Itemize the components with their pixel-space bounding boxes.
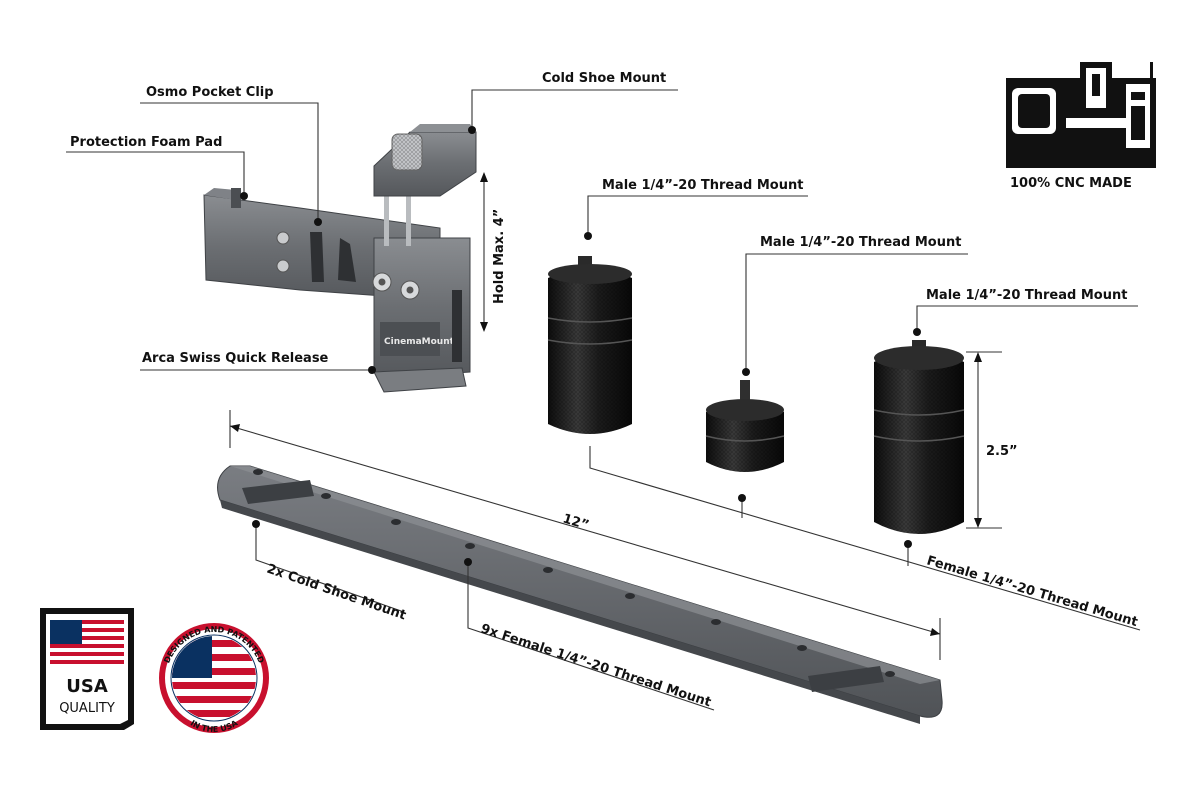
label-length-dim: 12”	[561, 511, 591, 533]
arca-base	[373, 367, 467, 393]
label-cnc: 100% CNC MADE	[1010, 176, 1132, 191]
label-protection-foam-pad: Protection Foam Pad	[70, 135, 222, 150]
designed-in-usa-seal: DESIGNED AND PATENTED IN THE USA	[159, 623, 269, 734]
label-hold-max: Hold Max. 4”	[492, 209, 507, 304]
label-height-dim: 2.5”	[986, 444, 1018, 459]
cnc-machine-icon	[1006, 62, 1156, 168]
label-arca-swiss: Arca Swiss Quick Release	[142, 351, 329, 366]
label-male-thread-1: Male 1/4”-20 Thread Mount	[602, 178, 803, 193]
usa-quality-badge: USA QUALITY	[40, 608, 134, 730]
foam-pad	[231, 188, 241, 208]
cold-shoe-block	[373, 131, 477, 197]
tall-cylinder-right	[873, 340, 965, 534]
long-rail	[217, 465, 943, 724]
usa-badge-line2: QUALITY	[59, 701, 115, 716]
label-cold-shoe-mount: Cold Shoe Mount	[542, 71, 666, 86]
callout-lines	[66, 89, 1141, 711]
label-female-thread: Female 1/4”-20 Thread Mount	[925, 553, 1139, 630]
label-cold-shoe-x2: 2x Cold Shoe Mount	[265, 562, 408, 624]
label-male-thread-2: Male 1/4”-20 Thread Mount	[760, 235, 961, 250]
usa-badge-line1: USA	[66, 676, 108, 697]
tall-cylinder-left	[547, 256, 633, 434]
label-osmo-pocket-clip: Osmo Pocket Clip	[146, 85, 274, 100]
label-male-thread-3: Male 1/4”-20 Thread Mount	[926, 288, 1127, 303]
clip-brand: CinemaMount	[384, 337, 455, 347]
osmo-clip-assembly: CinemaMount	[203, 124, 477, 393]
short-puck	[705, 380, 785, 472]
usa-flag-icon	[50, 620, 124, 666]
